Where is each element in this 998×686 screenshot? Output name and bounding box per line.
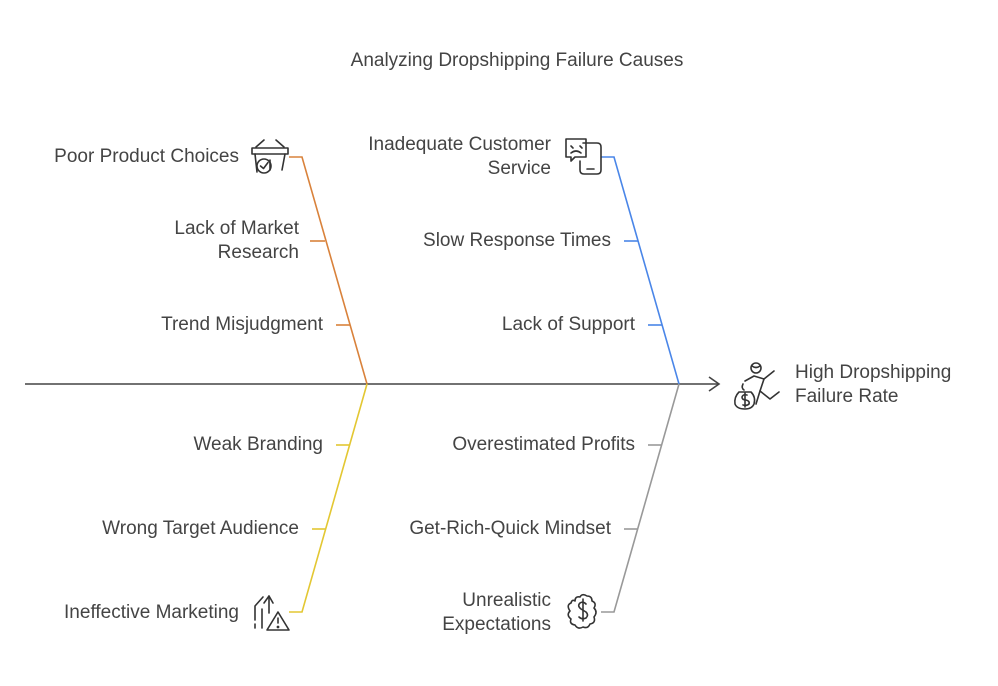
- effect-label-line2: Failure Rate: [795, 386, 899, 407]
- shopping-basket-icon: [251, 139, 289, 174]
- marketing-warning-icon: [254, 595, 290, 631]
- cause-poor-product-choices: Poor Product Choices: [54, 146, 239, 167]
- cause-trend-misjudgment: Trend Misjudgment: [161, 314, 323, 335]
- cause-inadequate-customer-service-line1: Inadequate Customer: [368, 134, 551, 155]
- phone-chat-icon: [565, 138, 602, 175]
- spine-arrowhead: [708, 376, 721, 392]
- cause-get-rich-quick-mindset: Get-Rich-Quick Mindset: [409, 518, 611, 539]
- branch-marketing: [289, 383, 368, 613]
- cause-slow-response-times: Slow Response Times: [423, 230, 611, 251]
- cause-ineffective-marketing: Ineffective Marketing: [64, 602, 239, 623]
- effect-label-line1: High Dropshipping: [795, 362, 952, 383]
- cause-lack-of-market-research-line1: Lack of Market: [174, 218, 299, 239]
- dropshipping-failure-icon: [734, 362, 780, 410]
- cause-lack-of-market-research-line2: Research: [217, 242, 299, 263]
- cause-unrealistic-expectations-line1: Unrealistic: [462, 590, 551, 611]
- branch-service: [601, 156, 680, 385]
- cause-weak-branding: Weak Branding: [193, 434, 323, 455]
- money-stress-icon: [567, 593, 597, 629]
- cause-unrealistic-expectations-line2: Expectations: [442, 614, 551, 635]
- cause-overestimated-profits: Overestimated Profits: [452, 434, 635, 455]
- cause-inadequate-customer-service-line2: Service: [487, 158, 551, 179]
- branch-product: [289, 156, 368, 385]
- cause-lack-of-support: Lack of Support: [501, 314, 635, 335]
- diagram-title: Analyzing Dropshipping Failure Causes: [350, 50, 684, 71]
- branch-expectations: [601, 383, 680, 613]
- cause-wrong-target-audience: Wrong Target Audience: [102, 518, 299, 539]
